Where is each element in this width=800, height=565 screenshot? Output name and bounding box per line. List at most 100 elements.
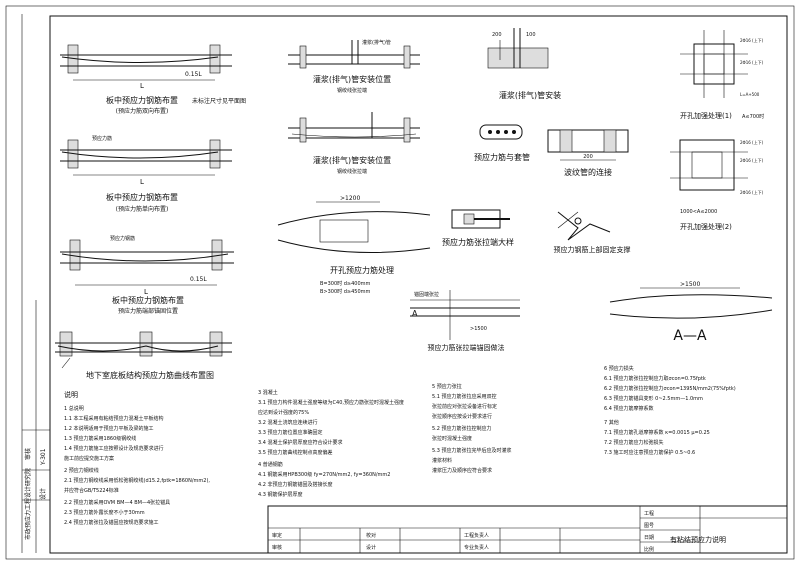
d8-dim2: 100 bbox=[526, 32, 536, 38]
note-2-3: 3.2 混凝土浇筑应连续进行 bbox=[258, 419, 318, 426]
notes-column-4: 6 预应力损失 6.1 预应力筋张拉控制应力取σcon=0.75fptk 6.2… bbox=[604, 365, 736, 456]
d5-sub: 钢绞线张拉端 bbox=[337, 87, 367, 94]
strip-design: 设计 bbox=[39, 488, 47, 500]
d15-note: 1000<A≤2000 bbox=[680, 209, 717, 215]
note-1-2: 1.2 本说明适用于预应力平板及梁的施工 bbox=[64, 425, 154, 432]
d14-title: 开孔加强处理(1) bbox=[680, 111, 732, 120]
note-3-8: 灌浆压力及顺序应符合要求 bbox=[432, 467, 492, 474]
d16-title: A—A bbox=[673, 328, 707, 344]
detail-slab-tendon-anchorage: L 0.15L 预应力钢筋 板中预应力钢筋布置 预应力筋端部锚固位置 bbox=[60, 235, 234, 315]
note-3-1: 5.1 预应力筋张拉应采用双控 bbox=[432, 393, 497, 400]
tb-label-4: 设计 bbox=[366, 544, 376, 551]
note-1-9: 2.2 预应力筋采用OVM BM—4 BM—4张拉锚具 bbox=[64, 499, 170, 506]
detail-slab-tendon-bidirectional: L 0.15L 板中预应力钢筋布置 (预应力筋双向布置) 未标注尺寸见平面图 bbox=[60, 44, 246, 115]
d16-dim: >1500 bbox=[680, 281, 700, 288]
detail-grout-pipe-install: 200 100 灌浆(排气)管安装 bbox=[487, 28, 561, 100]
note-3-6: 5.3 预应力筋张拉完毕后应及时灌浆 bbox=[432, 447, 512, 454]
detail-upper-support: 预应力钢筋上部固定支撑 bbox=[554, 211, 631, 254]
note-3-7: 灌浆材料 bbox=[432, 457, 452, 464]
d13-a-left: A bbox=[412, 309, 418, 318]
notes-column-2: 3 混凝土 3.1 预应力构件混凝土强度等级为C40,预应力筋张拉时混凝土强度 … bbox=[258, 389, 404, 498]
note-3-0: 5 预应力张拉 bbox=[432, 383, 462, 390]
tb-label-6: 专业负责人 bbox=[464, 544, 489, 551]
note-3-3: 张拉顺序应按设计要求进行 bbox=[432, 413, 492, 420]
note-2-8: 4.1 钢筋采用HPB300级 fy=270N/mm2, fy=360N/mm2 bbox=[258, 471, 390, 478]
note-3-5: 张拉时混凝土强度 bbox=[432, 435, 472, 442]
note-4-8: 7.3 施工时应注意预应力筋保护 0.5~0.6 bbox=[604, 449, 695, 456]
tb-right-3: 日期 bbox=[644, 535, 654, 541]
d12-title: 预应力钢筋上部固定支撑 bbox=[554, 245, 631, 254]
note-3-2: 张拉前应对张拉设备进行标定 bbox=[432, 403, 497, 410]
d5-label: 灌浆(排气)管 bbox=[362, 39, 391, 46]
d7-title: 开孔预应力筋处理 bbox=[330, 265, 394, 275]
d4-title: 地下室底板结构预应力筋曲线布置图 bbox=[86, 370, 214, 380]
d13-title: 预应力筋张拉端锚固做法 bbox=[428, 343, 505, 352]
note-2-1: 3.1 预应力构件混凝土强度等级为C40,预应力筋张拉时混凝土强度 bbox=[258, 399, 404, 406]
d1-title: 板中预应力钢筋布置 bbox=[106, 95, 178, 105]
d2-dim-l: L bbox=[140, 178, 144, 186]
d3-dim-ratio: 0.15L bbox=[190, 276, 207, 283]
d3-subtitle: 预应力筋端部锚固位置 bbox=[118, 307, 178, 315]
d13-dim: >1500 bbox=[470, 326, 487, 332]
note-1-3: 1.3 预应力筋采用1860级钢绞线 bbox=[64, 435, 136, 442]
d3-title: 板中预应力钢筋布置 bbox=[112, 295, 184, 305]
detail-opening-reinforce-2: 2Φ16 (上下) 2Φ16 (上下) 2Φ16 (上下) 1000<A≤200… bbox=[670, 139, 764, 231]
note-4-1: 6.1 预应力筋张拉控制应力取σcon=0.75fptk bbox=[604, 375, 706, 382]
note-1-0: 1 总说明 bbox=[64, 405, 84, 412]
notes-column-3: 5 预应力张拉 5.1 预应力筋张拉应采用双控 张拉前应对张拉设备进行标定 张拉… bbox=[432, 383, 512, 474]
note-4-2: 6.2 预应力筋张拉控制应力σcon=1395N/mm2(75%fptk) bbox=[604, 385, 736, 392]
detail-slab-tendon-unidirectional: L 预应力筋 板中预应力钢筋布置 (预应力筋单向布置) bbox=[60, 135, 232, 213]
d1-dim-ratio: 0.15L bbox=[185, 71, 202, 78]
notes-column-1: 说明 1 总说明 1.1 本工程采用有粘结预应力混凝土平板结构 1.2 本说明适… bbox=[64, 390, 210, 526]
notes-heading: 说明 bbox=[64, 390, 78, 399]
d8-dim1: 200 bbox=[492, 32, 502, 38]
detail-anchorage-method: 锚固端张拉 >1500 预应力筋张拉端锚固做法 A bbox=[410, 290, 520, 352]
note-1-4: 1.4 预应力筋施工应按照设计及规范要求进行 bbox=[64, 445, 164, 452]
strip-check: 审核 bbox=[24, 448, 32, 460]
d14-bar-3: L=A+500 bbox=[740, 92, 760, 97]
d11-title: 预应力筋张拉端大样 bbox=[442, 237, 514, 247]
detail-tendon-sleeve: 预应力筋与套管 bbox=[474, 124, 530, 162]
tb-right-2: 图号 bbox=[644, 523, 654, 529]
d7-note1: B=300时 d≥400mm bbox=[320, 280, 371, 287]
d6-title: 灌浆(排气)管安装位置 bbox=[313, 155, 391, 165]
note-3-4: 5.2 预应力筋张拉控制应力 bbox=[432, 425, 492, 432]
d15-title: 开孔加强处理(2) bbox=[680, 222, 732, 231]
note-2-4: 3.3 预应力筋位置应准确固定 bbox=[258, 429, 323, 436]
detail-opening-reinforce-1: 2Φ16 (上下) 2Φ16 (上下) L=A+500 开孔加强处理(1) A≤… bbox=[680, 30, 764, 120]
note-1-6: 2 预应力钢绞线 bbox=[64, 467, 99, 474]
detail-section-a-a: >1500 A—A bbox=[609, 281, 773, 344]
note-4-3: 6.3 预应力筋锚具变形 0~2.5mm—1.0mm bbox=[604, 395, 703, 402]
detail-basement-slab-curve: 地下室底板结构预应力筋曲线布置图 bbox=[55, 331, 232, 380]
d14-bar-1: 2Φ16 (上下) bbox=[740, 37, 764, 43]
note-1-10: 2.3 预应力筋外露长度不小于30mm bbox=[64, 509, 145, 516]
note-2-0: 3 混凝土 bbox=[258, 389, 278, 396]
note-2-9: 4.2 非预应力钢筋锚固及搭接长度 bbox=[258, 481, 333, 488]
d15-bar-1: 2Φ16 (上下) bbox=[740, 139, 764, 145]
d3-dim-l: L bbox=[144, 288, 148, 296]
tb-right-1: 工程 bbox=[644, 510, 654, 517]
d1-dim-l: L bbox=[140, 82, 144, 90]
d2-label: 预应力筋 bbox=[92, 135, 112, 142]
d14-note: A≤700时 bbox=[742, 113, 764, 120]
d10-dim: 200 bbox=[583, 154, 593, 160]
note-4-7: 7.2 预应力筋应力松弛损失 bbox=[604, 439, 664, 446]
note-2-6: 3.5 预应力筋曲线控制点高度偏差 bbox=[258, 449, 333, 456]
d10-title: 波纹管的连接 bbox=[564, 167, 612, 177]
note-2-5: 3.4 混凝土保护层厚度应符合设计要求 bbox=[258, 439, 343, 446]
d7-dim: >1200 bbox=[340, 195, 360, 202]
d15-bar-2: 2Φ16 (上下) bbox=[740, 157, 764, 163]
d2-title: 板中预应力钢筋布置 bbox=[106, 192, 178, 202]
note-4-6: 7.1 预应力筋孔道摩擦系数 κ=0.0015 μ=0.25 bbox=[604, 429, 710, 436]
note-4-0: 6 预应力损失 bbox=[604, 365, 634, 372]
d7-note2: B>300时 d≥450mm bbox=[320, 288, 371, 295]
tb-right-4: 比例 bbox=[644, 546, 654, 553]
note-4-5: 7 其他 bbox=[604, 419, 619, 426]
detail-opening-tendon: >1200 开孔预应力筋处理 B=300时 d≥400mm B>300时 d≥4… bbox=[277, 195, 431, 295]
note-2-2: 应达到设计强度的75% bbox=[258, 409, 309, 416]
detail-duct-coupling: 200 波纹管的连接 bbox=[547, 129, 629, 177]
d6-sub: 钢绞线张拉端 bbox=[337, 168, 367, 175]
note-1-11: 2.4 预应力筋张拉及锚固应按规范要求施工 bbox=[64, 519, 159, 526]
tb-label-2: 审核 bbox=[272, 544, 282, 551]
